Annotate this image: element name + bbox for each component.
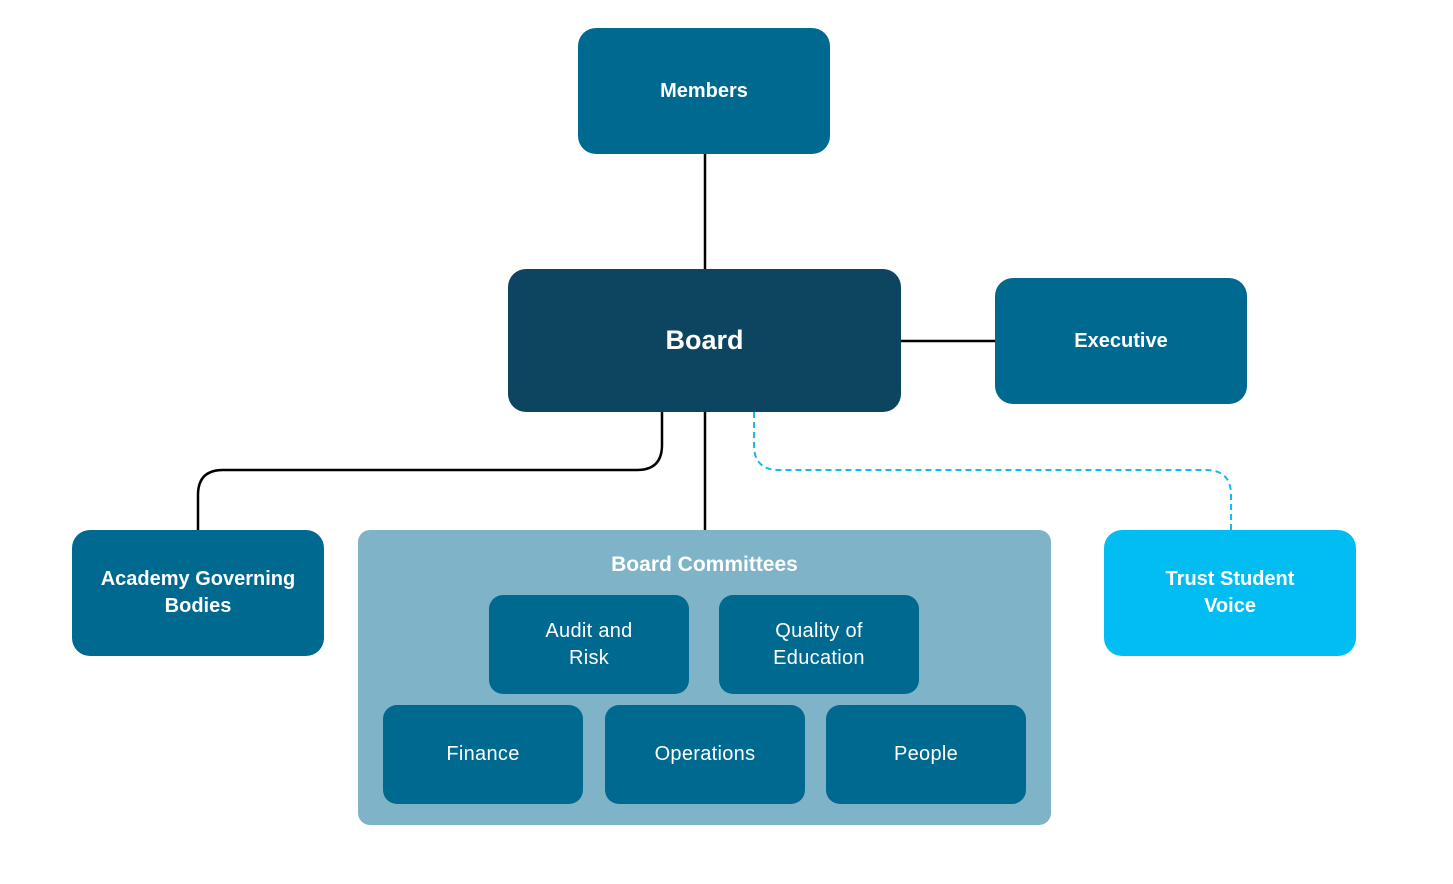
members-node: Members — [578, 28, 830, 154]
connector-board-student-voice — [753, 412, 1232, 531]
committee-quality-of-education-label: Quality of Education — [773, 619, 865, 669]
committee-audit-and-risk: Audit and Risk — [489, 595, 689, 694]
board-committees-title: Board Committees — [611, 553, 798, 576]
academy-governing-bodies-node: Academy Governing Bodies — [72, 530, 324, 656]
academy-governing-bodies-label: Academy Governing Bodies — [100, 568, 296, 617]
executive-label: Executive — [1074, 329, 1168, 352]
board-label: Board — [665, 325, 744, 356]
executive-node: Executive — [995, 278, 1247, 404]
connector-board-academy — [196, 412, 664, 531]
committee-operations-label: Operations — [654, 743, 756, 765]
committee-audit-and-risk-label: Audit and Risk — [545, 619, 633, 669]
committee-finance: Finance — [383, 705, 583, 804]
members-label: Members — [660, 79, 748, 102]
committee-quality-of-education: Quality of Education — [719, 595, 919, 694]
board-node: Board — [508, 269, 901, 412]
committee-finance-label: Finance — [446, 743, 520, 765]
trust-student-voice-label: Trust Student Voice — [1165, 568, 1295, 617]
trust-student-voice-node: Trust Student Voice — [1104, 530, 1356, 656]
committee-operations: Operations — [605, 705, 805, 804]
committee-people: People — [826, 705, 1026, 804]
committee-people-label: People — [893, 743, 959, 765]
